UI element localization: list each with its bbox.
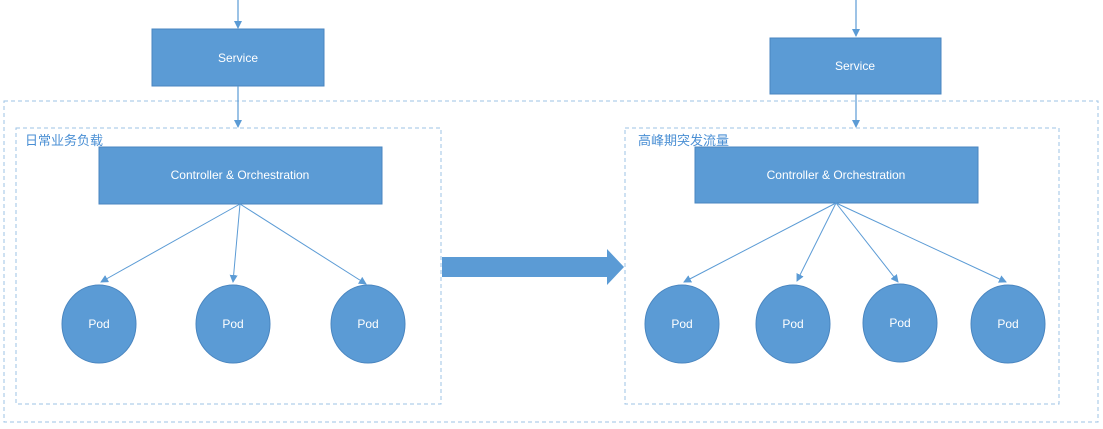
left-controller-box[interactable]: Controller & Orchestration: [98, 146, 383, 205]
right-arrow-icon: [442, 249, 624, 285]
left-pod-3[interactable]: Pod: [330, 284, 406, 364]
right-controller-box[interactable]: Controller & Orchestration: [694, 146, 979, 204]
left-pod-arrow-1: [100, 203, 241, 283]
right-pod-1[interactable]: Pod: [644, 284, 720, 364]
right-group-label: 高峰期突发流量: [638, 133, 729, 149]
left-pod-3-label: Pod: [357, 317, 378, 331]
left-scenario: Service 日常业务负载 Controller & Orchestratio…: [15, 0, 442, 405]
right-service-label: Service: [835, 59, 875, 73]
right-scenario: Service 高峰期突发流量 Controller & Orchestrati…: [624, 0, 1060, 405]
left-pod-1-label: Pod: [88, 317, 109, 331]
left-pod-arrow-3: [239, 203, 367, 285]
right-pod-3[interactable]: Pod: [862, 283, 938, 363]
right-pod-arrow-3: [835, 202, 899, 283]
right-pod-arrow-4: [835, 202, 1007, 283]
outer-frame: [3, 100, 1099, 423]
right-pod-2[interactable]: Pod: [755, 284, 831, 364]
left-controller-label: Controller & Orchestration: [171, 168, 310, 182]
left-pod-arrow-2: [229, 203, 241, 283]
right-pod-1-label: Pod: [671, 317, 692, 331]
left-pod-2-label: Pod: [222, 317, 243, 331]
right-pod-4-label: Pod: [997, 317, 1018, 331]
right-pod-arrow-1: [683, 202, 837, 283]
right-pod-2-label: Pod: [782, 317, 803, 331]
right-pod-3-label: Pod: [889, 316, 910, 330]
right-group-frame: [624, 127, 1060, 405]
right-pod-arrow-2: [796, 202, 837, 282]
left-group-label: 日常业务负载: [25, 133, 103, 149]
right-service-box[interactable]: Service: [769, 37, 942, 95]
left-pod-2[interactable]: Pod: [195, 284, 271, 364]
left-group-frame: [15, 127, 442, 405]
left-pod-1[interactable]: Pod: [61, 284, 137, 364]
left-service-label: Service: [218, 51, 258, 65]
right-controller-label: Controller & Orchestration: [767, 168, 906, 182]
left-service-box[interactable]: Service: [151, 28, 325, 87]
right-pod-4[interactable]: Pod: [970, 284, 1046, 364]
